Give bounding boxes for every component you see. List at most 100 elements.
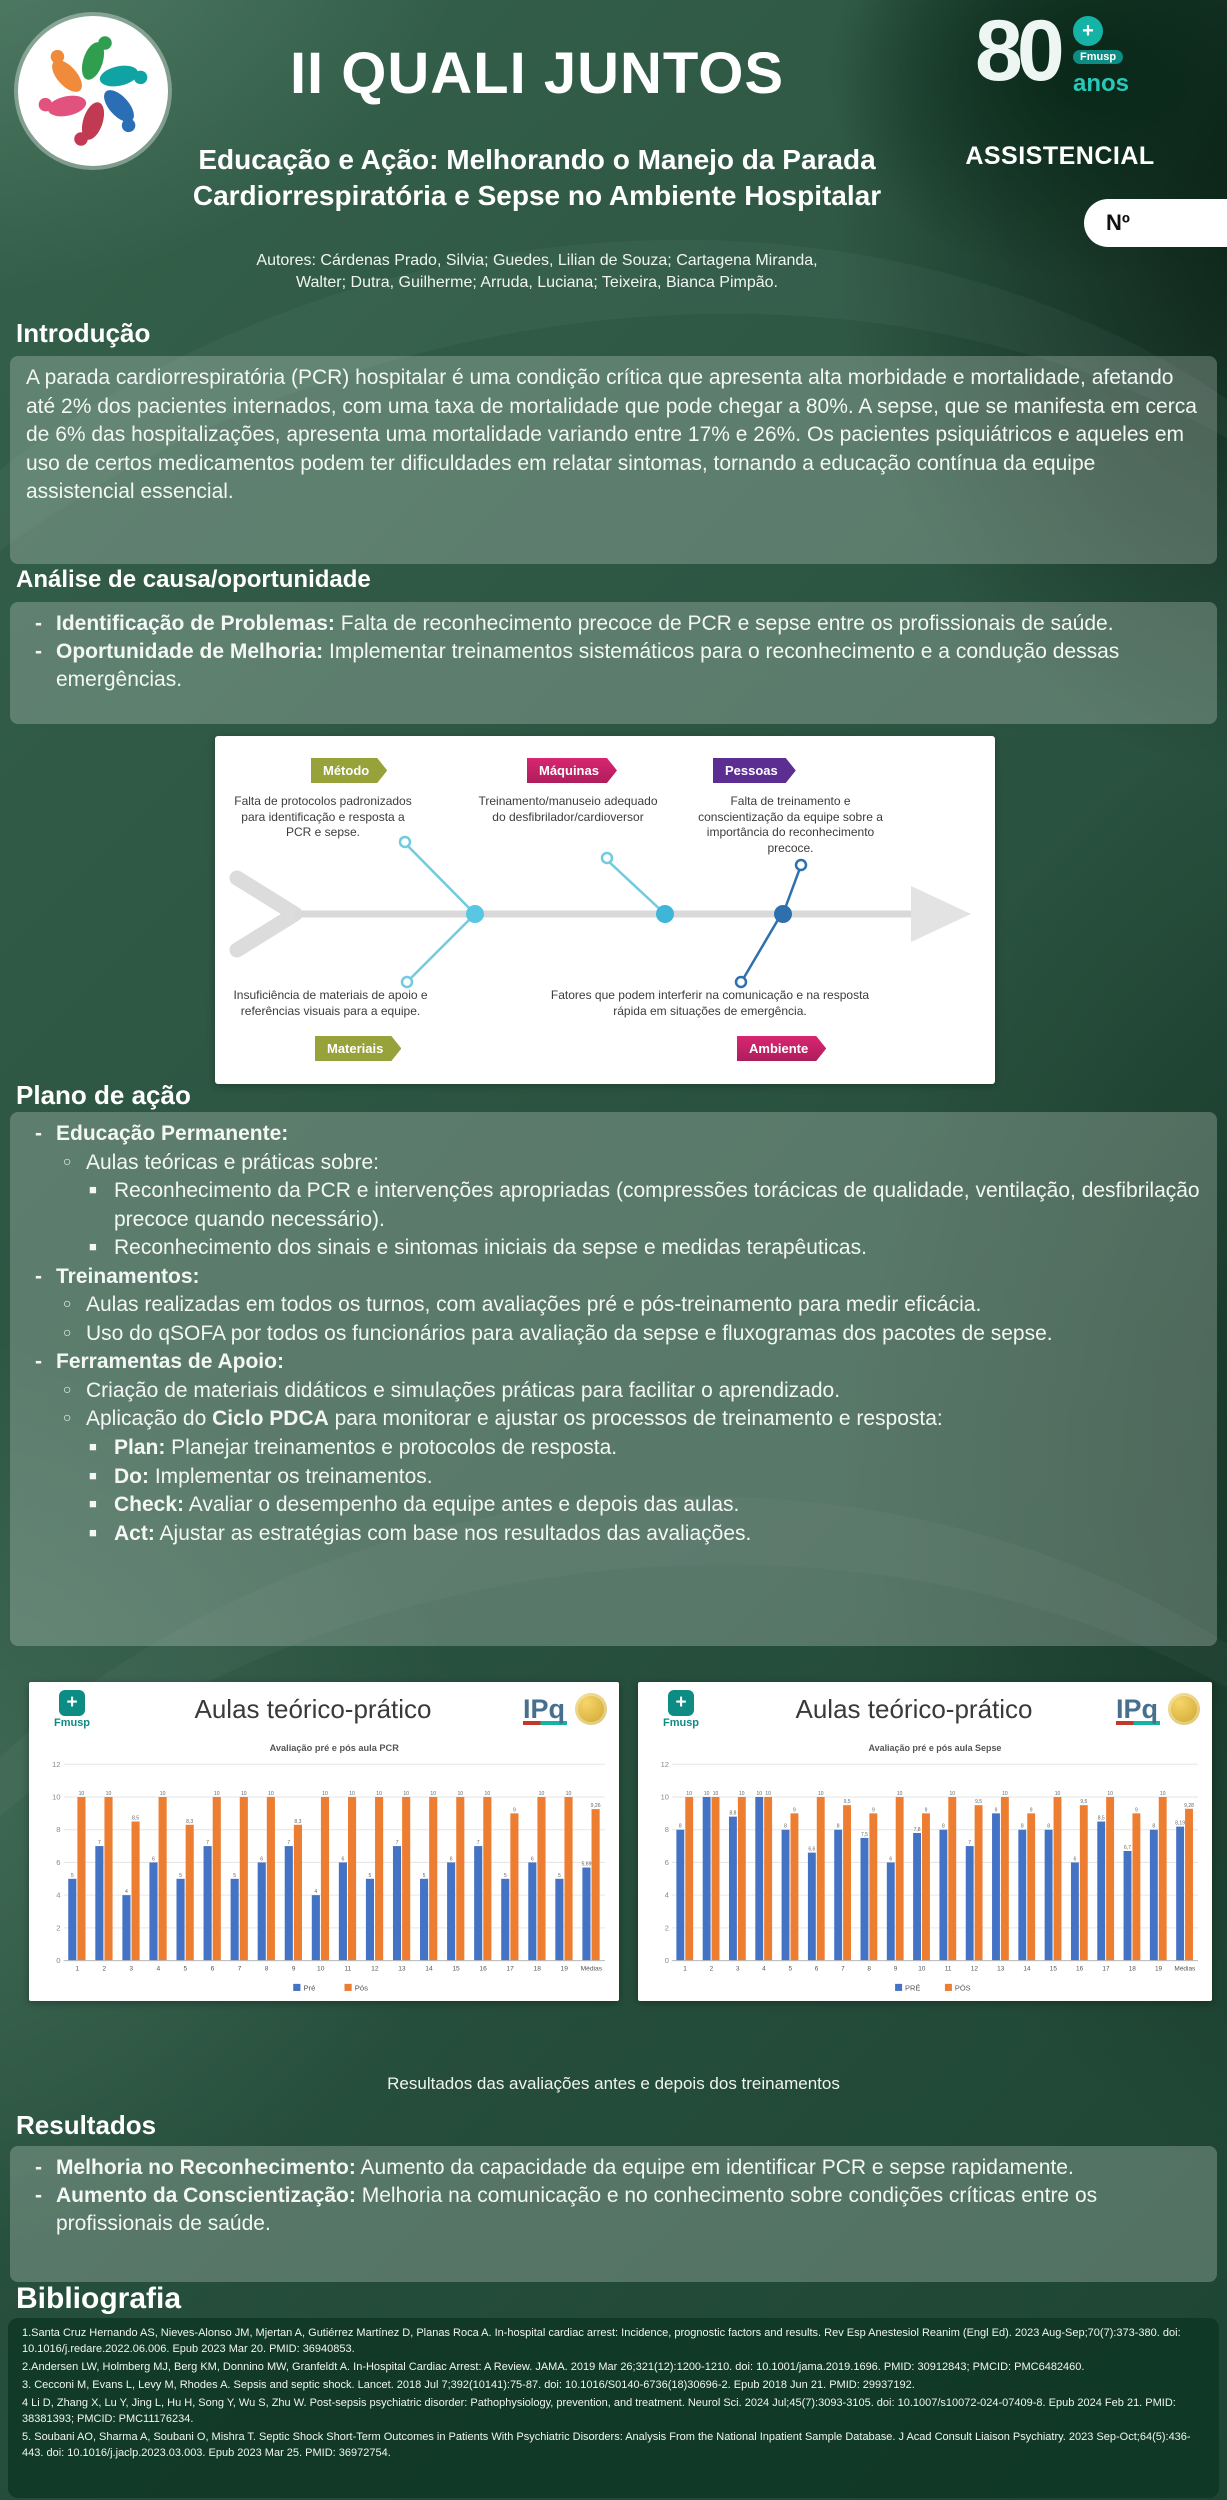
plano-box: Educação Permanente: Aulas teóricas e pr… xyxy=(10,1112,1217,1646)
svg-text:4: 4 xyxy=(314,1889,317,1895)
poster-title: II QUALI JUNTOS xyxy=(289,41,785,106)
svg-text:10: 10 xyxy=(160,1791,166,1797)
svg-text:2: 2 xyxy=(56,1923,60,1932)
pdca-check: Check: Avaliar o desempenho da equipe an… xyxy=(26,1491,1201,1520)
svg-text:9,5: 9,5 xyxy=(1080,1799,1087,1805)
fishbone-category-metodo: Método xyxy=(311,758,387,783)
svg-text:9: 9 xyxy=(925,1807,928,1813)
svg-text:6: 6 xyxy=(152,1856,155,1862)
svg-text:10: 10 xyxy=(317,1966,325,1973)
svg-text:12: 12 xyxy=(371,1966,379,1973)
svg-text:8,19: 8,19 xyxy=(1175,1821,1185,1827)
analise-item-label: Oportunidade de Melhoria: xyxy=(56,639,324,663)
svg-text:6: 6 xyxy=(341,1856,344,1862)
panel-title: Aulas teórico-prático xyxy=(194,1693,432,1724)
svg-text:7: 7 xyxy=(477,1840,480,1846)
svg-text:5: 5 xyxy=(504,1873,507,1879)
svg-text:17: 17 xyxy=(506,1966,514,1973)
fmusp-logo-label: Fmusp xyxy=(662,1716,700,1729)
svg-text:7,8: 7,8 xyxy=(914,1827,921,1833)
cross-badge-icon: + xyxy=(1073,16,1103,46)
resultado-item: Aumento da Conscientização: Melhoria na … xyxy=(26,2182,1201,2238)
svg-text:8,8: 8,8 xyxy=(729,1811,736,1817)
svg-text:10: 10 xyxy=(756,1791,762,1797)
svg-text:4: 4 xyxy=(125,1889,128,1895)
pdca-plan: Plan: Planejar treinamentos e protocolos… xyxy=(26,1434,1201,1463)
svg-text:9: 9 xyxy=(1135,1807,1138,1813)
reference: 3. Cecconi M, Evans L, Levy M, Rhodes A.… xyxy=(22,2378,915,2391)
svg-text:6: 6 xyxy=(815,1966,819,1973)
svg-text:10: 10 xyxy=(566,1791,572,1797)
svg-text:8,3: 8,3 xyxy=(186,1819,193,1825)
svg-text:16: 16 xyxy=(1076,1966,1084,1973)
svg-text:5: 5 xyxy=(558,1873,561,1879)
svg-text:3: 3 xyxy=(736,1966,740,1973)
svg-text:4: 4 xyxy=(762,1966,766,1973)
svg-text:9: 9 xyxy=(793,1807,796,1813)
svg-text:18: 18 xyxy=(533,1966,541,1973)
pdca-label: Act: xyxy=(114,1521,155,1545)
svg-text:5: 5 xyxy=(71,1873,74,1879)
fishbone-maquinas-text: Treinamento/manuseio adequado do desfibr… xyxy=(478,794,658,824)
fishbone-category-pessoas: Pessoas xyxy=(713,758,796,783)
svg-text:Avaliação pré e pós aula PCR: Avaliação pré e pós aula PCR xyxy=(270,1743,400,1753)
analise-item: Oportunidade de Melhoria: Implementar tr… xyxy=(26,638,1201,694)
resultado-label: Aumento da Conscientização: xyxy=(56,2183,356,2207)
svg-text:10: 10 xyxy=(457,1791,463,1797)
svg-text:8: 8 xyxy=(942,1824,945,1830)
anos-label: anos xyxy=(1073,70,1130,97)
ipq-logo-bar xyxy=(523,1720,567,1725)
analise-item-label: Identificação de Problemas: xyxy=(56,612,335,635)
svg-text:19: 19 xyxy=(1155,1966,1163,1973)
svg-text:2: 2 xyxy=(710,1966,714,1973)
svg-text:6: 6 xyxy=(260,1856,263,1862)
svg-text:10: 10 xyxy=(713,1791,719,1797)
pdca-label: Check: xyxy=(114,1493,185,1517)
svg-text:8: 8 xyxy=(1021,1824,1024,1830)
fmusp-80-anos-logo: 80 + Fmusp anos xyxy=(975,3,1135,112)
svg-text:8,5: 8,5 xyxy=(1098,1815,1105,1821)
ipq-logo: IPq xyxy=(1116,1693,1200,1725)
reference: 4 Li D, Zhang X, Lu Y, Jing L, Hu H, Son… xyxy=(22,2396,1176,2425)
svg-text:6: 6 xyxy=(56,1858,60,1867)
svg-text:10: 10 xyxy=(214,1791,220,1797)
svg-text:10: 10 xyxy=(106,1791,112,1797)
ipq-logo-label: IPq xyxy=(1116,1693,1159,1724)
section-heading-introducao: Introdução xyxy=(16,318,151,348)
svg-text:1: 1 xyxy=(75,1966,79,1973)
svg-text:5: 5 xyxy=(184,1966,188,1973)
reference: 1.Santa Cruz Hernando AS, Nieves-Alonso … xyxy=(22,2327,1181,2355)
svg-text:7: 7 xyxy=(238,1966,242,1973)
svg-text:10: 10 xyxy=(704,1791,710,1797)
svg-text:5: 5 xyxy=(179,1873,182,1879)
fmusp-logo-label: Fmusp xyxy=(53,1716,91,1729)
svg-text:10: 10 xyxy=(765,1791,771,1797)
svg-text:8: 8 xyxy=(867,1966,871,1973)
svg-text:8: 8 xyxy=(265,1966,269,1973)
svg-text:PÓS: PÓS xyxy=(955,1983,971,1992)
svg-text:14: 14 xyxy=(425,1966,433,1973)
plano-item: Reconhecimento dos sinais e sintomas ini… xyxy=(26,1234,1201,1263)
svg-text:6: 6 xyxy=(531,1856,534,1862)
svg-text:9: 9 xyxy=(995,1807,998,1813)
svg-text:10: 10 xyxy=(376,1791,382,1797)
svg-text:12: 12 xyxy=(661,1760,669,1769)
svg-text:3: 3 xyxy=(129,1966,133,1973)
svg-text:4: 4 xyxy=(157,1966,161,1973)
svg-text:16: 16 xyxy=(479,1966,487,1973)
svg-text:15: 15 xyxy=(452,1966,460,1973)
svg-text:11: 11 xyxy=(945,1966,952,1973)
fishbone-ambiente-text: Fatores que podem interferir na comunica… xyxy=(550,988,870,1018)
plano-item: Reconhecimento da PCR e intervenções apr… xyxy=(26,1177,1201,1234)
svg-text:2: 2 xyxy=(665,1923,669,1932)
reference: 5. Soubani AO, Sharma A, Soubani O, Mish… xyxy=(22,2430,1191,2459)
fishbone-pessoas-text: Falta de treinamento e conscientização d… xyxy=(698,794,883,855)
svg-text:19: 19 xyxy=(561,1966,569,1973)
plano-sec3-title: Ferramentas de Apoio: xyxy=(26,1348,1201,1377)
fmusp-logo: + Fmusp xyxy=(650,1689,712,1729)
svg-text:5,69: 5,69 xyxy=(581,1862,591,1868)
svg-text:10: 10 xyxy=(818,1791,824,1797)
svg-text:10: 10 xyxy=(403,1791,409,1797)
